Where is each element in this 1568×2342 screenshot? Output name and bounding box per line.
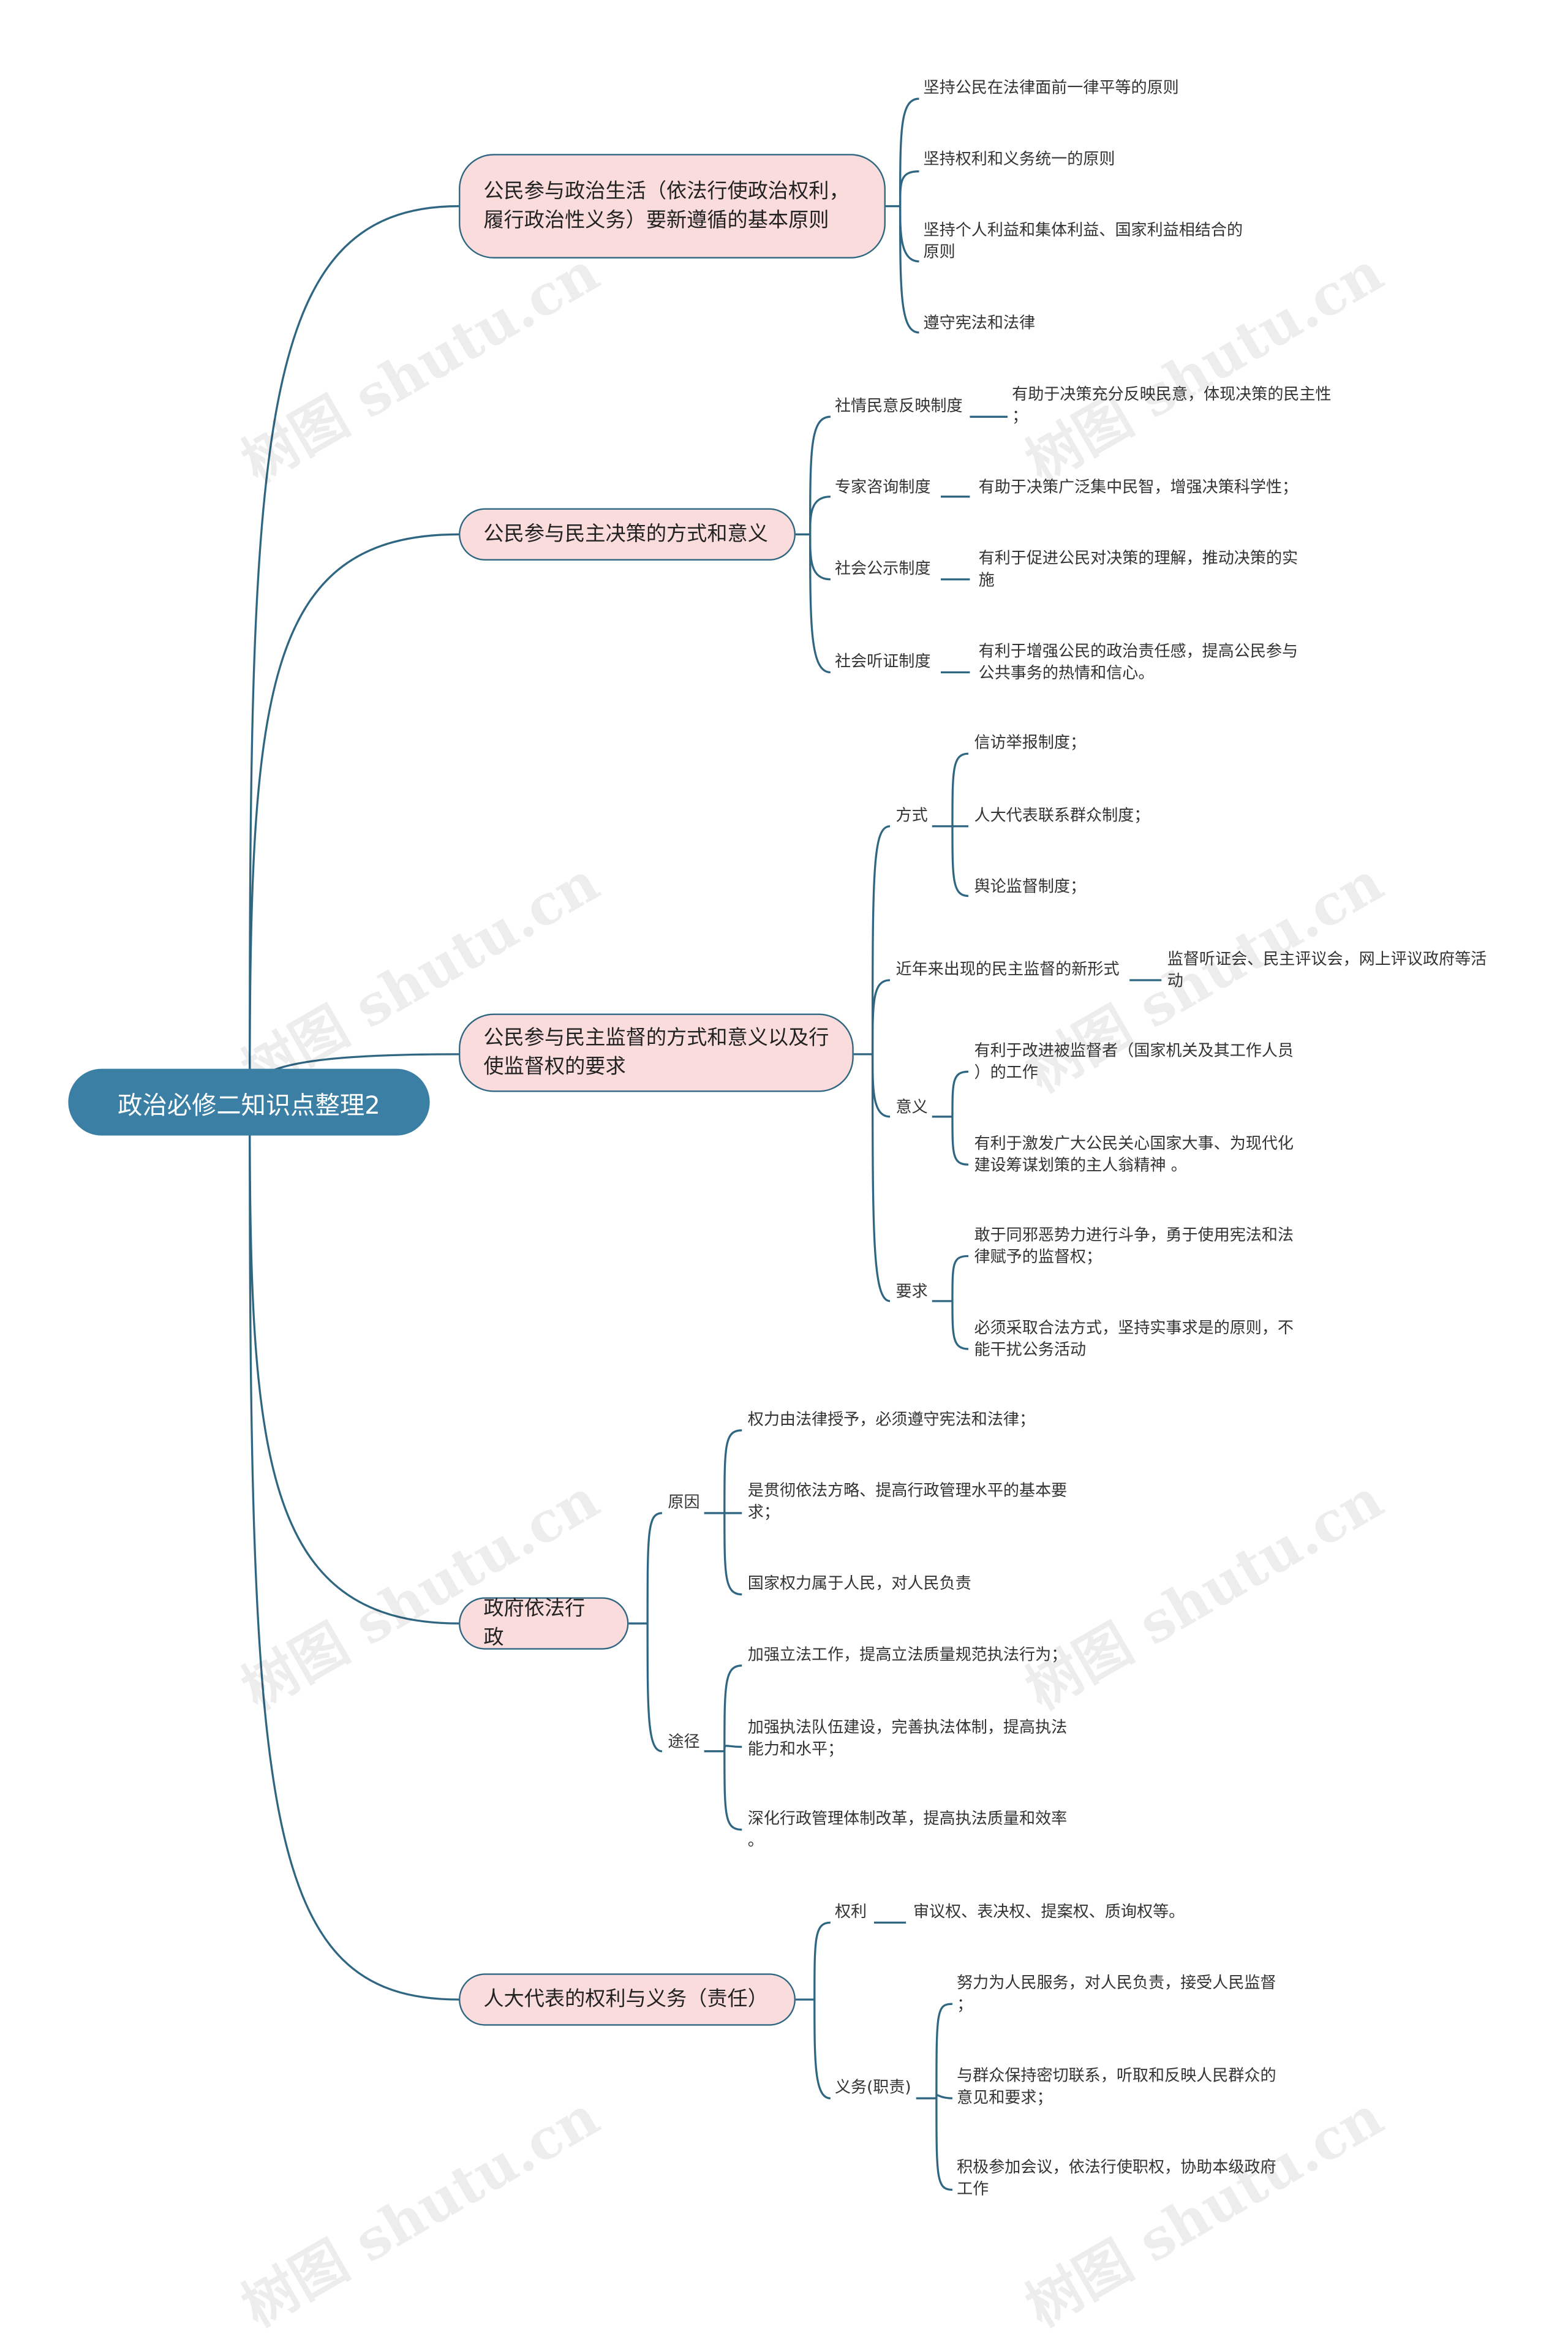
- sub-node[interactable]: 近年来出现的民主监督的新形式: [895, 959, 1120, 979]
- leaf-node[interactable]: 有利于激发广大公民关心国家大事、为现代化 建设筹谋划策的主人翁精神 。: [974, 1134, 1294, 1174]
- leaf-node[interactable]: 审议权、表决权、提案权、质询权等。: [913, 1902, 1185, 1921]
- topic-node[interactable]: 人大代表的权利与义务（责任）: [459, 1973, 796, 2026]
- leaf-node[interactable]: 与群众保持密切联系，听取和反映人民群众的 意见和要求；: [957, 2066, 1276, 2107]
- leaf-node[interactable]: 积极参加会议，依法行使职权，协助本级政府 工作: [957, 2158, 1276, 2198]
- sub-node[interactable]: 方式: [895, 806, 928, 825]
- sub-node[interactable]: 途径: [668, 1732, 700, 1751]
- leaf-node[interactable]: 加强执法队伍建设，完善执法体制，提高执法 能力和水平；: [747, 1718, 1068, 1758]
- topic-node[interactable]: 公民参与政治生活（依法行使政治权利，履行政治性义务）要新遵循的基本原则: [459, 154, 886, 259]
- topic-label: 人大代表的权利与义务（责任）: [483, 1988, 768, 2011]
- sub-node[interactable]: 权利: [834, 1902, 867, 1921]
- sub-node[interactable]: 社会听证制度: [834, 652, 931, 671]
- leaf-node[interactable]: 有助于决策广泛集中民智，增强决策科学性；: [978, 477, 1298, 497]
- topic-node[interactable]: 政府依法行政: [459, 1597, 629, 1650]
- leaf-node[interactable]: 必须采取合法方式，坚持实事求是的原则，不 能干扰公务活动: [974, 1318, 1294, 1359]
- sub-node[interactable]: 专家咨询制度: [834, 477, 931, 497]
- mindmap-canvas: 树图 shutu.cn 树图 shutu.cn 树图 shutu.cn 树图 s…: [68, 78, 1487, 2339]
- sub-node[interactable]: 意义: [895, 1098, 928, 1117]
- leaf-node[interactable]: 加强立法工作，提高立法质量规范执法行为；: [747, 1645, 1068, 1664]
- leaf-node[interactable]: 信访举报制度；: [974, 733, 1087, 752]
- sub-node[interactable]: 社会公示制度: [834, 559, 931, 578]
- leaf-node[interactable]: 坚持公民在法律面前一律平等的原则: [923, 78, 1179, 97]
- leaf-node[interactable]: 国家权力属于人民，对人民负责: [747, 1574, 971, 1593]
- sub-node[interactable]: 要求: [895, 1282, 928, 1301]
- leaf-node[interactable]: 是贯彻依法方略、提高行政管理水平的基本要 求；: [747, 1481, 1068, 1521]
- topic-label: 公民参与民主决策的方式和意义: [483, 523, 768, 546]
- leaf-node[interactable]: 权力由法律授予，必须遵守宪法和法律；: [747, 1410, 1036, 1429]
- topic-label: 公民参与民主监督的方式和意义以及行使监督权的要求: [483, 1026, 829, 1079]
- topic-label: 政府依法行政: [483, 1597, 586, 1650]
- leaf-node[interactable]: 坚持权利和义务统一的原则: [923, 149, 1115, 168]
- leaf-node[interactable]: 有利于增强公民的政治责任感，提高公民参与 公共事务的热情和信心。: [978, 641, 1298, 682]
- sub-node[interactable]: 原因: [668, 1492, 700, 1512]
- topic-node[interactable]: 公民参与民主决策的方式和意义: [459, 508, 796, 561]
- leaf-node[interactable]: 遵守宪法和法律: [923, 314, 1036, 333]
- leaf-node[interactable]: 深化行政管理体制改革，提高执法质量和效率 。: [747, 1809, 1068, 1849]
- leaf-node[interactable]: 有利于促进公民对决策的理解，推动决策的实 施: [978, 549, 1298, 589]
- leaf-node[interactable]: 有助于决策充分反映民意，体现决策的民主性 ；: [1012, 385, 1332, 425]
- root-node[interactable]: 政治必修二知识点整理2: [68, 1068, 430, 1136]
- leaf-node[interactable]: 坚持个人利益和集体利益、国家利益相结合的 原则: [923, 221, 1243, 261]
- leaf-node[interactable]: 敢于同邪恶势力进行斗争，勇于使用宪法和法 律赋予的监督权；: [974, 1225, 1294, 1266]
- sub-node[interactable]: 义务(职责): [834, 2078, 911, 2097]
- leaf-node[interactable]: 有利于改进被监督者（国家机关及其工作人员 ）的工作: [974, 1041, 1294, 1081]
- leaf-node[interactable]: 舆论监督制度；: [974, 877, 1087, 896]
- topic-node[interactable]: 公民参与民主监督的方式和意义以及行使监督权的要求: [459, 1013, 854, 1092]
- leaf-node[interactable]: 努力为人民服务，对人民负责，接受人民监督 ；: [957, 1973, 1276, 2014]
- connector-lines: [249, 97, 1162, 2191]
- sub-node[interactable]: 社情民意反映制度: [834, 396, 963, 415]
- topic-label: 公民参与政治生活（依法行使政治权利，履行政治性义务）要新遵循的基本原则: [483, 179, 850, 233]
- leaf-node[interactable]: 监督听证会、民主评议会，网上评议政府等活 动: [1167, 950, 1487, 990]
- leaf-node[interactable]: 人大代表联系群众制度；: [974, 806, 1150, 825]
